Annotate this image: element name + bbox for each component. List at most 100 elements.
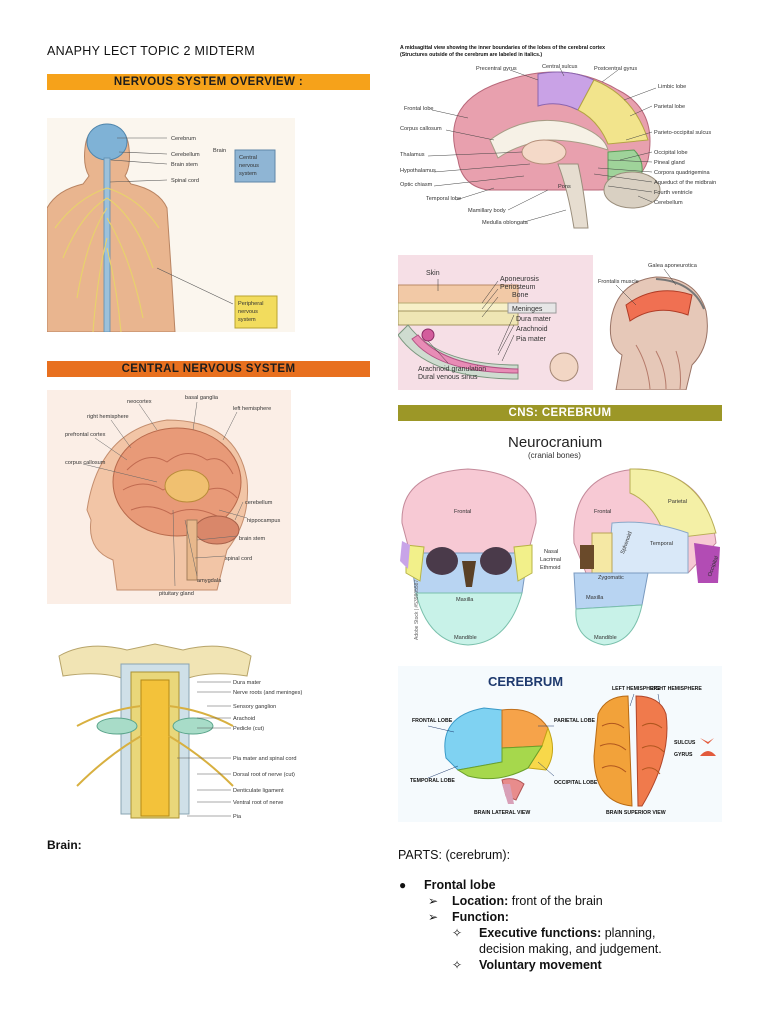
label-brain: Brain bbox=[213, 148, 226, 154]
label-left-hemisphere-cerebrum: LEFT HEMISPHERE bbox=[612, 686, 661, 692]
label-aponeurosis: Aponeurosis bbox=[500, 276, 539, 283]
label-amygdala: amygdala bbox=[197, 578, 222, 584]
figure-cns-head: neocortex basal ganglia left hemisphere … bbox=[47, 390, 291, 604]
outline-location: Location: front of the brain bbox=[452, 893, 603, 909]
sulcus-icon bbox=[700, 738, 714, 744]
label-temporal-lobe-mid: Temporal lobe bbox=[426, 196, 461, 202]
label-ethmoid-bone: Ethmoid bbox=[540, 565, 561, 571]
parts-heading: PARTS: (cerebrum): bbox=[398, 848, 511, 862]
nervous-system-illustration: Cerebrum Cerebellum Brain stem Spinal co… bbox=[47, 118, 295, 332]
cns-head-illustration: neocortex basal ganglia left hemisphere … bbox=[47, 390, 291, 604]
label-periosteum: Periosteum bbox=[500, 284, 536, 291]
label-arachoid: Arachoid bbox=[233, 716, 255, 722]
label-neocortex: neocortex bbox=[127, 399, 152, 405]
outline-function: Function: bbox=[452, 909, 509, 925]
arrow-bullet-icon: ➢ bbox=[428, 910, 439, 924]
figure-galea: Galea aponeurotica Frontalis muscle bbox=[596, 255, 722, 390]
label-bone: Bone bbox=[512, 292, 528, 299]
figure-meninges: Skin Aponeurosis Periosteum Bone Meninge… bbox=[398, 255, 593, 390]
label-pia-mater: Pia mater bbox=[516, 336, 547, 343]
neurocranium-title: Neurocranium bbox=[508, 434, 602, 451]
neurocranium-subtitle: (cranial bones) bbox=[528, 451, 581, 460]
label-left-hemisphere: left hemisphere bbox=[233, 406, 271, 412]
label-nasal-bone: Nasal bbox=[544, 549, 558, 555]
label-arachnoid: Arachnoid bbox=[516, 326, 548, 333]
label-dorsal-root: Dorsal root of nerve (cut) bbox=[233, 772, 295, 778]
label-galea-aponeurotica: Galea aponeurotica bbox=[648, 263, 698, 269]
location-label: Location: bbox=[452, 894, 509, 908]
banner-nervous-system-overview: NERVOUS SYSTEM OVERVIEW : bbox=[47, 74, 370, 90]
neurocranium-illustration: Neurocranium (cranial bones) Adobe Stock… bbox=[398, 433, 722, 651]
diamond-star-bullet-icon: ✧ bbox=[452, 958, 463, 972]
label-corpora-quadrigemina: Corpora quadrigemina bbox=[654, 170, 711, 176]
arrow-bullet-icon: ➢ bbox=[428, 894, 439, 908]
midsagittal-illustration: A midsagittal view showing the inner bou… bbox=[398, 40, 722, 238]
label-cerebellum: Cerebellum bbox=[171, 152, 200, 158]
label-thalamus: Thalamus bbox=[400, 152, 425, 158]
label-pia: Pia bbox=[233, 814, 242, 820]
figure-neurocranium: Neurocranium (cranial bones) Adobe Stock… bbox=[398, 433, 722, 651]
label-frontal-lobe-mid: Frontal lobe bbox=[404, 106, 434, 112]
cerebrum-figure-title: CEREBRUM bbox=[488, 674, 563, 689]
outline-frontal-lobe: Frontal lobe bbox=[424, 877, 496, 893]
label-cerebellum-mid: Cerebellum bbox=[654, 200, 683, 206]
banner-central-nervous-system: CENTRAL NERVOUS SYSTEM bbox=[47, 361, 370, 377]
label-frontal-bone-side: Frontal bbox=[594, 509, 611, 515]
label-sensory-ganglion: Sensory ganglion bbox=[233, 704, 276, 710]
diamond-star-bullet-icon: ✧ bbox=[452, 926, 463, 940]
label-limbic-lobe: Limbic lobe bbox=[658, 84, 686, 90]
label-frontal-lobe-cerebrum: FRONTAL LOBE bbox=[412, 718, 453, 724]
cerebrum-illustration: CEREBRUM FRONTAL LOBE PARIETAL LOBE TEMP… bbox=[398, 666, 722, 822]
label-occipital-lobe-mid: Occipital lobe bbox=[654, 150, 688, 156]
label-lacrimal-bone: Lacrimal bbox=[540, 557, 561, 563]
pns-box-line-3: system bbox=[238, 317, 256, 323]
label-temporal-lobe-cerebrum: TEMPORAL LOBE bbox=[410, 778, 455, 784]
label-denticulate-ligament: Denticulate ligament bbox=[233, 788, 284, 794]
label-central-sulcus: Central sulcus bbox=[542, 64, 578, 70]
meninges-illustration: Skin Aponeurosis Periosteum Bone Meninge… bbox=[398, 255, 593, 390]
label-cerebrum: Cerebrum bbox=[171, 136, 196, 142]
label-pedicle: Pedicle (cut) bbox=[233, 726, 264, 732]
executive-functions-label: Executive functions: bbox=[479, 926, 602, 940]
label-meninges: Meninges bbox=[512, 306, 543, 313]
figure-midsagittal-brain: A midsagittal view showing the inner bou… bbox=[398, 40, 722, 238]
pns-box-line-2: nervous bbox=[238, 309, 258, 315]
label-fourth-ventricle: Fourth ventricle bbox=[654, 190, 693, 196]
cns-box-line-3: system bbox=[239, 171, 257, 177]
label-precentral-gyrus: Precentral gyrus bbox=[476, 66, 517, 72]
label-spinal-cord: Spinal cord bbox=[171, 178, 199, 184]
label-corpus-callosum-mid: Corpus callosum bbox=[400, 126, 442, 132]
label-frontal-bone-front: Frontal bbox=[454, 509, 471, 515]
label-parietal-bone: Parietal bbox=[668, 499, 687, 505]
label-gyrus: GYRUS bbox=[674, 752, 693, 758]
label-parietal-lobe-mid: Parietal lobe bbox=[654, 104, 685, 110]
cns-box-line-2: nervous bbox=[239, 163, 259, 169]
figure-spinal-cord: Dura mater Nerve roots (and meninges) Se… bbox=[47, 636, 304, 822]
spinal-cord-illustration: Dura mater Nerve roots (and meninges) Se… bbox=[47, 636, 304, 822]
label-arachnoid-granulation: Arachnoid granulation bbox=[418, 366, 486, 373]
neurocranium-watermark: Adobe Stock | #539805587 bbox=[414, 580, 420, 640]
label-temporal-bone: Temporal bbox=[650, 541, 673, 547]
label-right-hemisphere-cerebrum: RIGHT HEMISPHERE bbox=[650, 686, 702, 692]
label-spinal-cord-head: spinal cord bbox=[225, 556, 252, 562]
label-parieto-occipital-sulcus: Parieto-occipital sulcus bbox=[654, 130, 711, 136]
label-dura-mater: Dura mater bbox=[516, 316, 552, 323]
midsagittal-caption-2: (Structures outside of the cerebrum are … bbox=[400, 52, 542, 58]
label-occipital-lobe-cerebrum: OCCIPITAL LOBE bbox=[554, 780, 598, 786]
label-pons: Pons bbox=[558, 184, 571, 190]
label-zygomatic-bone-side: Zygomatic bbox=[598, 575, 624, 581]
function-label: Function: bbox=[452, 910, 509, 924]
label-pia-mater-spinal-cord: Pia mater and spinal cord bbox=[233, 756, 296, 762]
banner-cns-cerebrum: CNS: CEREBRUM bbox=[398, 405, 722, 421]
label-mandible-side: Mandible bbox=[594, 635, 617, 641]
voluntary-movement-label: Voluntary movement bbox=[479, 958, 602, 972]
outline-executive-functions: Executive functions: planning, bbox=[479, 925, 655, 941]
cns-box-line-1: Central bbox=[239, 155, 257, 161]
bullet-dot-icon: ● bbox=[399, 878, 407, 892]
galea-illustration: Galea aponeurotica Frontalis muscle bbox=[596, 255, 722, 390]
outline-voluntary-movement: Voluntary movement bbox=[479, 957, 602, 973]
label-medulla-oblongata: Medulla oblongata bbox=[482, 220, 529, 226]
label-maxilla-front: Maxilla bbox=[456, 597, 474, 603]
label-brain-stem: Brain stem bbox=[171, 162, 198, 168]
label-sulcus: SULCUS bbox=[674, 740, 696, 746]
